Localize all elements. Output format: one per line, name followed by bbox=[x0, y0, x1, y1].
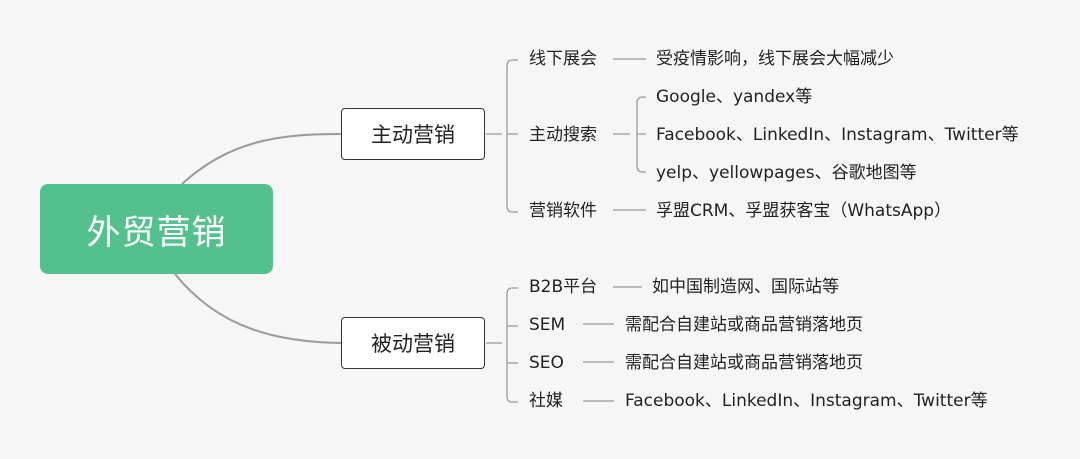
detail-social-media: Facebook、LinkedIn、Instagram、Twitter等 bbox=[625, 391, 988, 411]
bracket-active-search bbox=[636, 96, 646, 173]
node-social-media: 社媒 bbox=[529, 391, 563, 411]
node-active-search: 主动搜索 bbox=[529, 125, 597, 145]
detail-search-engines: Google、yandex等 bbox=[656, 87, 813, 107]
branch-passive-marketing: 被动营销 bbox=[341, 317, 485, 369]
node-sem: SEM bbox=[529, 315, 566, 335]
detail-offline-expo: 受疫情影响，线下展会大幅减少 bbox=[656, 49, 894, 69]
node-seo: SEO bbox=[529, 353, 564, 373]
detail-social-search: Facebook、LinkedIn、Instagram、Twitter等 bbox=[656, 125, 1019, 145]
link-root-passive bbox=[174, 273, 342, 344]
bracket-passive bbox=[486, 287, 518, 403]
branch-active-marketing: 主动营销 bbox=[341, 108, 485, 160]
root-node: 外贸营销 bbox=[40, 184, 273, 274]
node-b2b-platform: B2B平台 bbox=[529, 277, 598, 297]
detail-b2b-platform: 如中国制造网、国际站等 bbox=[652, 277, 839, 297]
detail-directory-search: yelp、yellowpages、谷歌地图等 bbox=[656, 163, 917, 183]
node-offline-expo: 线下展会 bbox=[529, 49, 597, 69]
detail-seo: 需配合自建站或商品营销落地页 bbox=[625, 353, 863, 373]
link-root-active bbox=[181, 133, 342, 185]
node-marketing-software: 营销软件 bbox=[529, 201, 597, 221]
detail-sem: 需配合自建站或商品营销落地页 bbox=[625, 315, 863, 335]
bracket-active bbox=[486, 59, 518, 213]
detail-marketing-software: 孚盟CRM、孚盟获客宝（WhatsApp） bbox=[656, 201, 952, 221]
